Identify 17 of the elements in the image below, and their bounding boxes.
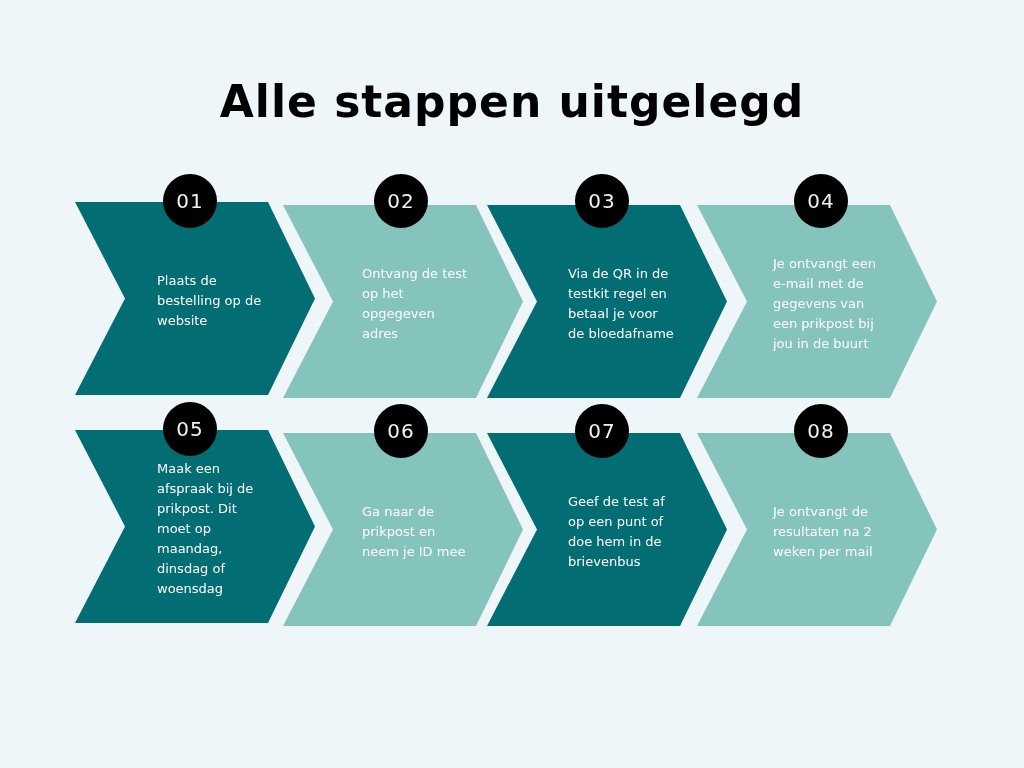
step-number: 01 [163,174,217,228]
step-number: 08 [794,404,848,458]
step-number: 07 [575,404,629,458]
step-number: 03 [575,174,629,228]
step-text: Via de QR in de testkit regel en betaal je voor de bloedafname [568,265,675,343]
step-text: Maak een afspraak bij de prikpost. Dit moet op maandag, dinsdag of woensdag [157,460,255,598]
step-text: Je ontvangt een e-mail met de gegevens van een prikpost bij jou in de buurt [773,255,877,353]
step-number: 05 [163,402,217,456]
step-text: Je ontvangt de resultaten na 2 weken per mail [773,503,874,561]
title: Alle stappen uitgelegd [218,76,806,127]
step-text: Plaats de bestelling op de website [157,272,263,330]
step-number: 04 [794,174,848,228]
step-text: Ga naar de prikpost en neem je ID mee [362,503,467,561]
step-number: 06 [374,404,428,458]
step-text: Ontvang de test op het opgegeven adres [362,265,469,343]
step-number: 02 [374,174,428,228]
step-text: Geef de test af op een punt of doe hem in de brievenbus [568,493,666,571]
